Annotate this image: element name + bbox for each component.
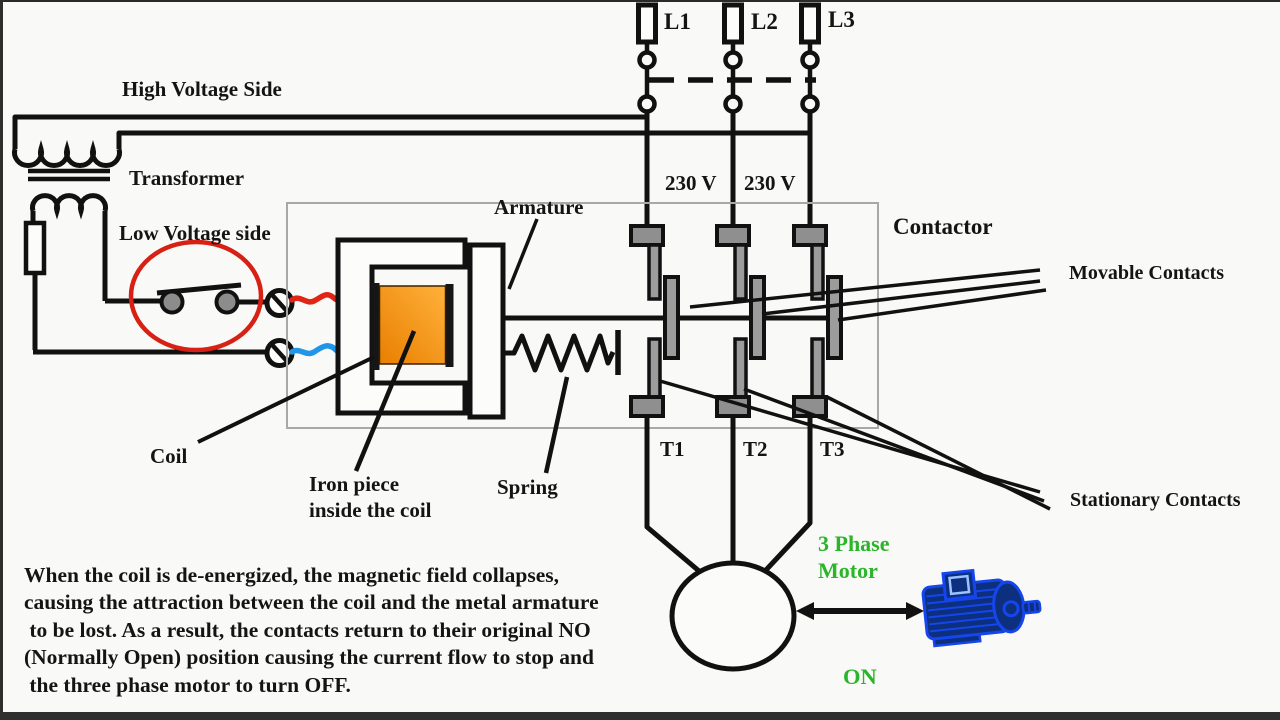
- frame-top-edge: [0, 0, 1280, 2]
- label-armature: Armature: [494, 195, 584, 219]
- label-contactor: Contactor: [893, 214, 993, 239]
- motor-icon: [921, 568, 1042, 648]
- coil-terminal-symbols: [264, 288, 295, 368]
- label-spring: Spring: [497, 475, 558, 499]
- spring-symbol: [503, 333, 616, 373]
- label-l3: L3: [828, 7, 855, 32]
- label-transformer: Transformer: [129, 166, 245, 190]
- phase-lines-top: [644, 111, 813, 227]
- label-motor-state-on: ON: [843, 664, 877, 689]
- frame-left-edge: [0, 0, 3, 712]
- high-voltage-wires: [12, 114, 810, 149]
- supply-terminal-symbols: [636, 2, 821, 45]
- armature-plate: [467, 242, 506, 420]
- label-l2: L2: [751, 9, 778, 34]
- label-l1: L1: [664, 9, 691, 34]
- contact-pole-1: [629, 224, 680, 418]
- contact-pole-2: [715, 224, 766, 418]
- red-highlight-circle: [128, 239, 264, 353]
- coil-winding: [378, 285, 447, 365]
- coil-flange-left: [371, 283, 380, 370]
- label-coil: Coil: [150, 444, 188, 468]
- contact-pole-3: [792, 224, 843, 418]
- label-low-voltage-side: Low Voltage side: [119, 221, 271, 245]
- label-voltage-l2-l3: 230 V: [744, 171, 796, 195]
- coil-flange-right: [445, 284, 454, 367]
- label-t1: T1: [660, 437, 685, 461]
- pushbutton-symbol: [156, 282, 266, 315]
- label-iron-piece: Iron piece inside the coil: [309, 472, 432, 522]
- label-movable-contacts: Movable Contacts: [1069, 262, 1224, 284]
- explanation-text: When the coil is de-energized, the magne…: [24, 563, 599, 697]
- fuse-symbol: [23, 220, 47, 276]
- label-t3: T3: [820, 437, 845, 461]
- breaker-symbol: [637, 42, 820, 114]
- frame-bottom-bar: [0, 712, 1280, 720]
- motor-circle-symbol: [669, 560, 797, 672]
- label-voltage-l1-l2: 230 V: [665, 171, 717, 195]
- double-arrow-icon: [796, 602, 924, 620]
- motor-feeders: [644, 416, 813, 573]
- label-three-phase-motor: 3 Phase Motor: [818, 531, 890, 583]
- transformer-symbol: [12, 139, 267, 355]
- electromagnet-assembly: [335, 237, 842, 420]
- pointer-lines: [197, 218, 1051, 511]
- label-high-voltage-side: High Voltage Side: [122, 77, 282, 101]
- label-t2: T2: [743, 437, 768, 461]
- label-stationary-contacts: Stationary Contacts: [1070, 489, 1241, 511]
